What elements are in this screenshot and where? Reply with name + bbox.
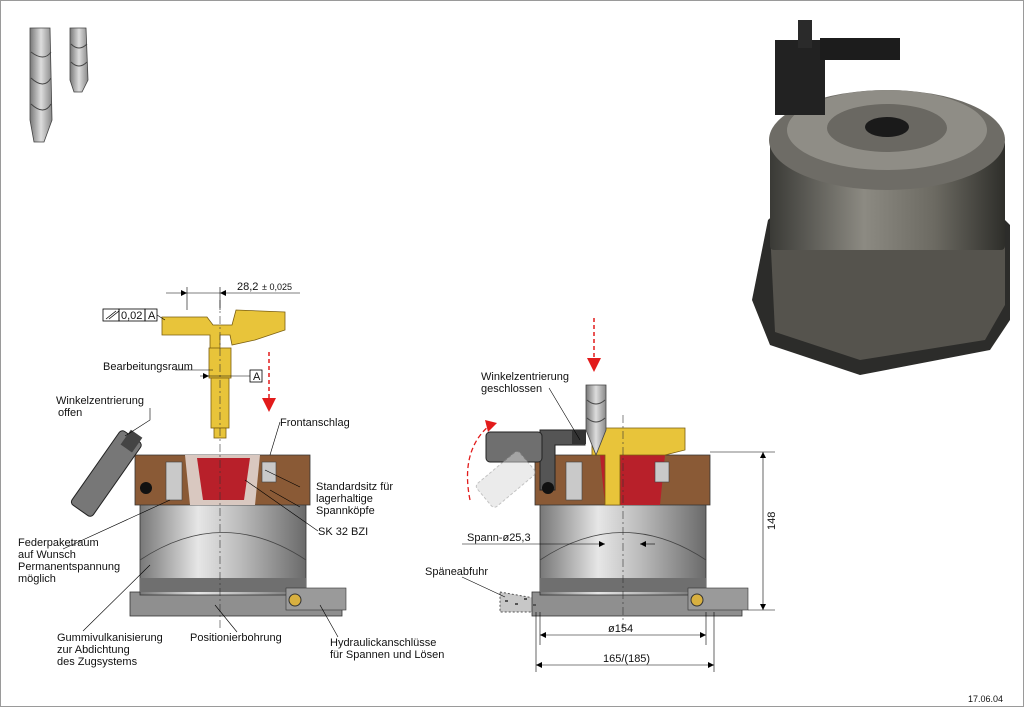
right-dimension-lines: [461, 387, 775, 672]
standardsitz-label-1: Standardsitz für: [316, 481, 393, 493]
positionierbohrung-label: Positionierbohrung: [190, 632, 282, 644]
flatness-tolerance-value: 0,02: [121, 310, 142, 322]
datum-a-reference-label: A: [253, 371, 261, 383]
chuck-product-photo: [752, 20, 1010, 375]
hydraulik-label-1: Hydraulickanschlüsse: [330, 637, 436, 649]
datum-a-label: A: [148, 310, 156, 322]
winkelzentrierung-geschlossen-label-1: Winkelzentrierung: [481, 371, 569, 383]
drill-bit-icon: [29, 27, 53, 143]
chip-debris: [505, 598, 536, 606]
gummivulkanisierung-label-1: Gummivulkanisierung: [57, 632, 163, 644]
frontanschlag-label: Frontanschlag: [280, 417, 350, 429]
dimension-165-185: 165/(185): [603, 653, 650, 665]
flatness-tolerance-frame: [102, 308, 166, 322]
spaeneabfuhr-label: Späneabfuhr: [425, 566, 488, 578]
federpaketraum-label-4: möglich: [18, 573, 56, 585]
dimension-28-2: 28,2: [237, 281, 258, 293]
winkelzentrierung-offen-label-2: offen: [58, 407, 82, 419]
federpaketraum-label-1: Federpaketraum: [18, 537, 99, 549]
insert-direction-arrow: [262, 398, 276, 412]
dimension-148: 148: [766, 512, 778, 530]
federpaketraum-label-2: auf Wunsch: [18, 549, 76, 561]
winkelzentrierung-geschlossen-label-2: geschlossen: [481, 383, 542, 395]
standardsitz-label-2: lagerhaltige: [316, 493, 373, 505]
bearbeitungsraum-label: Bearbeitungsraum: [103, 361, 193, 373]
left-chuck-section: [70, 300, 347, 630]
left-leader-lines: [62, 369, 339, 638]
tool-insert-arrow: [587, 358, 601, 372]
dimension-diameter-154: ø154: [608, 623, 633, 635]
right-chuck-section: [466, 318, 749, 630]
hydraulik-label-2: für Spannen und Lösen: [330, 649, 444, 661]
spann-diameter-label: Spann-ø25,3: [467, 532, 531, 544]
gummivulkanisierung-label-3: des Zugsystems: [57, 656, 138, 668]
sk32-bzi-label: SK 32 BZI: [318, 526, 368, 538]
short-drill-bit-icon: [69, 27, 89, 93]
drawing-date: 17.06.04: [968, 694, 1003, 704]
standardsitz-label-3: Spannköpfe: [316, 505, 375, 517]
gummivulkanisierung-label-2: zur Abdichtung: [57, 644, 130, 656]
dimension-28-2-tolerance: ± 0,025: [262, 282, 292, 292]
federpaketraum-label-3: Permanentspannung: [18, 561, 120, 573]
winkelzentrierung-offen-label-1: Winkelzentrierung: [56, 395, 144, 407]
tool-holder-gold: [161, 309, 286, 439]
